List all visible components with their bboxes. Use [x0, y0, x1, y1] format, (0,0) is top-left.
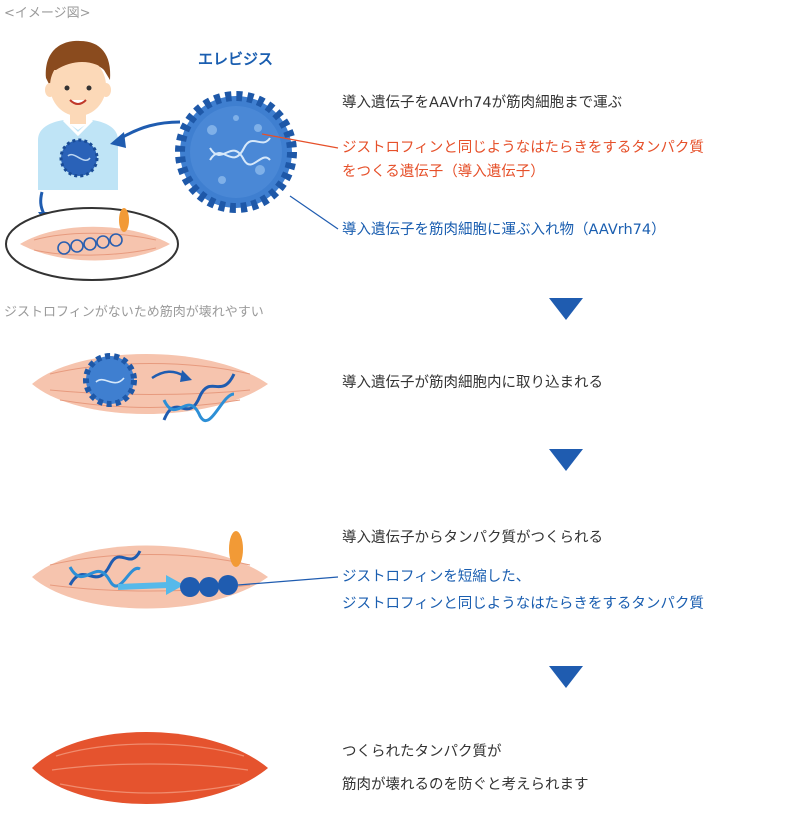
down-arrow-2 [549, 449, 583, 471]
step1-red-text-2: をつくる遺伝子（導入遺伝子） [342, 164, 545, 180]
step1-blue-text: 導入遺伝子を筋肉細胞に運ぶ入れ物（AAVrh74） [342, 222, 666, 238]
step4-text-2: 筋肉が壊れるのを防ぐと考えられます [342, 777, 589, 793]
step3-illustration [32, 531, 339, 609]
step4-text-1: つくられたタンパク質が [342, 744, 502, 760]
curved-arrow-to-child [117, 120, 181, 142]
step2-text: 導入遺伝子が筋肉細胞内に取り込まれる [342, 375, 603, 391]
step4-illustration [32, 732, 268, 804]
aav-particle [175, 91, 297, 213]
child-figure [38, 40, 118, 190]
step1-text: 導入遺伝子をAAVrh74が筋肉細胞まで運ぶ [342, 95, 623, 111]
image-caption: <イメージ図> [4, 6, 91, 21]
step1-red-text-1: ジストロフィンと同じようなはたらきをするタンパク質 [342, 140, 704, 156]
step3-text: 導入遺伝子からタンパク質がつくられる [342, 530, 603, 546]
note-text: ジストロフィンがないため筋肉が壊れやすい [4, 305, 264, 320]
step3-blue-text-2: ジストロフィンと同じようなはたらきをするタンパク質 [342, 596, 704, 612]
step3-blue-text-1: ジストロフィンを短縮した、 [342, 569, 531, 585]
down-arrow-3 [549, 666, 583, 688]
brand-name: エレビジス [198, 50, 274, 68]
step1-illustration [5, 40, 339, 281]
step2-illustration [32, 353, 268, 422]
down-arrow-1 [549, 298, 583, 320]
